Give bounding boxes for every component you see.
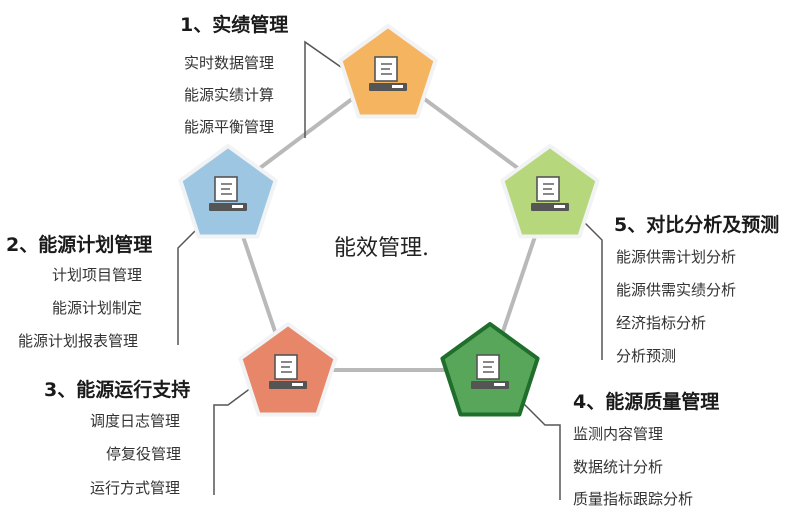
leader-line-2 [177,227,199,345]
center-label: 能效管理. [334,236,429,261]
document-icon [209,176,247,211]
node-3-item-2: 停复役管理 [106,445,182,463]
leader-line-3 [213,384,256,495]
node-1-pentagon-group [338,24,438,119]
node-1-item-1: 实时数据管理 [184,54,275,72]
document-icon [471,354,509,389]
node-5-item-4: 分析预测 [616,347,677,365]
leader-line-4 [519,399,561,500]
leader-lines [177,40,603,500]
document-icon [269,354,307,389]
node-3-item-3: 运行方式管理 [90,479,181,497]
node-5-title: 5、对比分析及预测 [614,214,780,236]
keyboard-icon-key [494,383,505,386]
leader-line-5 [579,217,603,360]
node-5-item-2: 能源供需实绩分析 [616,281,737,299]
keyboard-icon-key [292,383,303,386]
keyboard-icon-key [232,205,243,208]
node-4-title: 4、能源质量管理 [573,391,720,413]
node-5-item-3: 经济指标分析 [616,314,707,332]
node-3-item-1: 调度日志管理 [90,412,181,430]
document-icon [531,176,569,211]
node-1-item-3: 能源平衡管理 [184,118,275,136]
node-2-item-2: 能源计划制定 [52,299,143,317]
node-5-item-1: 能源供需计划分析 [616,248,737,266]
keyboard-icon-key [392,85,403,88]
node-5-pentagon-group [500,144,600,239]
node-1-item-2: 能源实绩计算 [184,86,275,104]
node-1-title: 1、实绩管理 [180,14,289,36]
leader-line-1 [304,40,349,138]
node-2-item-1: 计划项目管理 [52,266,143,284]
node-4-item-2: 数据统计分析 [573,458,664,476]
keyboard-icon-key [554,205,565,208]
node-4-item-1: 监测内容管理 [573,425,664,443]
node-3-title: 3、能源运行支持 [44,379,191,401]
node-2-item-3: 能源计划报表管理 [18,332,139,350]
node-4-pentagon-group [440,322,540,417]
node-3-pentagon-group [238,322,338,417]
node-2-title: 2、能源计划管理 [6,234,153,256]
document-icon [369,56,407,91]
node-2-pentagon-group [178,144,278,239]
node-4-item-3: 质量指标跟踪分析 [573,490,694,508]
